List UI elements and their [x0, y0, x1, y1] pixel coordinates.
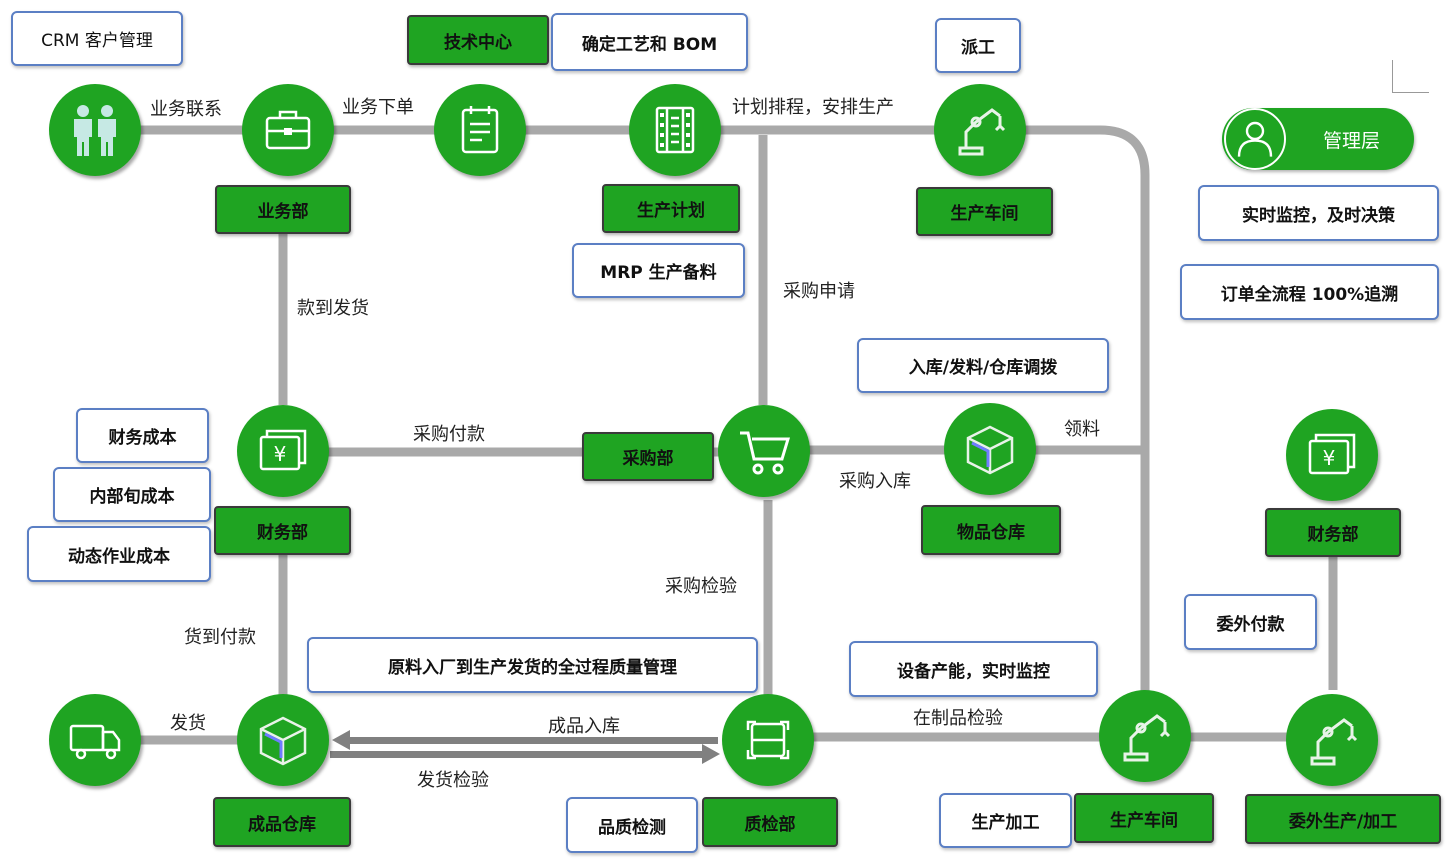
note-dynamic-cost: 动态作业成本 [27, 526, 211, 582]
truck-icon [69, 724, 121, 760]
dept-purchasing: 采购部 [582, 432, 714, 481]
note-order-trace: 订单全流程 100%追溯 [1180, 264, 1439, 320]
note-quality-test: 品质检测 [566, 797, 698, 853]
corner-mark [1392, 60, 1429, 93]
note-mrp: MRP 生产备料 [572, 243, 745, 298]
material-warehouse-node [944, 403, 1036, 495]
customer-node [49, 84, 141, 176]
label-place-order: 业务下单 [342, 97, 414, 118]
label-goods-pay: 货到付款 [184, 627, 256, 648]
management-label: 管理层 [1322, 129, 1380, 152]
label-material-pick: 领料 [1064, 419, 1100, 440]
scanner-icon [746, 720, 790, 760]
label-purchase-pay: 采购付款 [413, 424, 485, 445]
purchase-node [718, 405, 810, 497]
yuan-card-icon: ¥ [1308, 433, 1356, 475]
people-icon [74, 105, 116, 156]
finished-warehouse-node [237, 694, 329, 786]
label-business-contact: 业务联系 [150, 99, 222, 120]
label-ship-inspect: 发货检验 [417, 770, 489, 791]
dept-quality: 质检部 [702, 797, 838, 847]
note-bom: 确定工艺和 BOM [551, 13, 748, 71]
label-schedule: 计划排程，安排生产 [732, 97, 894, 118]
label-wip-inspect: 在制品检验 [913, 708, 1003, 729]
robot-arm-icon [1310, 718, 1358, 766]
label-ship: 发货 [170, 713, 206, 734]
workshop-bottom-node [1099, 690, 1191, 782]
note-warehouse-ops: 入库/发料/仓库调拨 [857, 338, 1109, 393]
label-finished-inbound: 成品入库 [548, 716, 620, 737]
robot-arm-icon [1123, 714, 1171, 762]
label-purchase-inspect: 采购检验 [665, 576, 737, 597]
film-strip-icon [655, 106, 695, 154]
delivery-node [49, 694, 141, 786]
dept-material-warehouse: 物品仓库 [921, 505, 1061, 555]
finance-right-node: ¥ [1286, 409, 1378, 501]
dept-outsourcing: 委外生产/加工 [1245, 794, 1441, 844]
workshop-top-node [934, 84, 1026, 176]
label-purchase-inbound: 采购入库 [839, 471, 911, 492]
note-production-process: 生产加工 [939, 793, 1072, 848]
note-dispatch: 派工 [935, 18, 1021, 73]
svg-text:¥: ¥ [274, 442, 287, 466]
robot-arm-icon [958, 108, 1006, 156]
note-crm: CRM 客户管理 [11, 11, 183, 66]
tech-node [434, 84, 526, 176]
label-payment-ship: 款到发货 [297, 298, 369, 319]
management-pill: 管理层 [1222, 108, 1414, 170]
dept-sales: 业务部 [215, 185, 351, 234]
note-capacity: 设备产能，实时监控 [849, 641, 1098, 697]
dept-workshop-top: 生产车间 [916, 187, 1053, 236]
dept-finance-left: 财务部 [214, 506, 351, 555]
yuan-card-icon: ¥ [259, 429, 307, 471]
briefcase-icon [265, 110, 311, 150]
finance-left-node: ¥ [237, 405, 329, 497]
box-icon [966, 425, 1014, 475]
outsourcing-node [1286, 694, 1378, 786]
dept-finished-warehouse: 成品仓库 [213, 797, 351, 847]
box-icon [259, 716, 307, 766]
sales-node [242, 84, 334, 176]
dept-workshop-bottom: 生产车间 [1074, 793, 1214, 843]
label-purchase-request: 采购申请 [783, 281, 855, 302]
svg-text:¥: ¥ [1323, 446, 1336, 470]
note-outsource-pay: 委外付款 [1184, 594, 1317, 650]
note-realtime-decision: 实时监控，及时决策 [1198, 185, 1439, 241]
note-finance-cost: 财务成本 [76, 408, 209, 463]
avatar [1224, 108, 1286, 170]
note-quality-mgmt: 原料入厂到生产发货的全过程质量管理 [307, 637, 758, 693]
plan-node [629, 84, 721, 176]
dept-production-plan: 生产计划 [602, 184, 740, 233]
cart-icon [740, 431, 791, 475]
user-icon [1237, 121, 1273, 157]
dept-tech-center: 技术中心 [407, 15, 549, 65]
clipboard-icon [461, 106, 499, 154]
quality-node [722, 694, 814, 786]
dept-finance-right: 财务部 [1265, 508, 1401, 557]
note-internal-cost: 内部旬成本 [53, 467, 211, 522]
